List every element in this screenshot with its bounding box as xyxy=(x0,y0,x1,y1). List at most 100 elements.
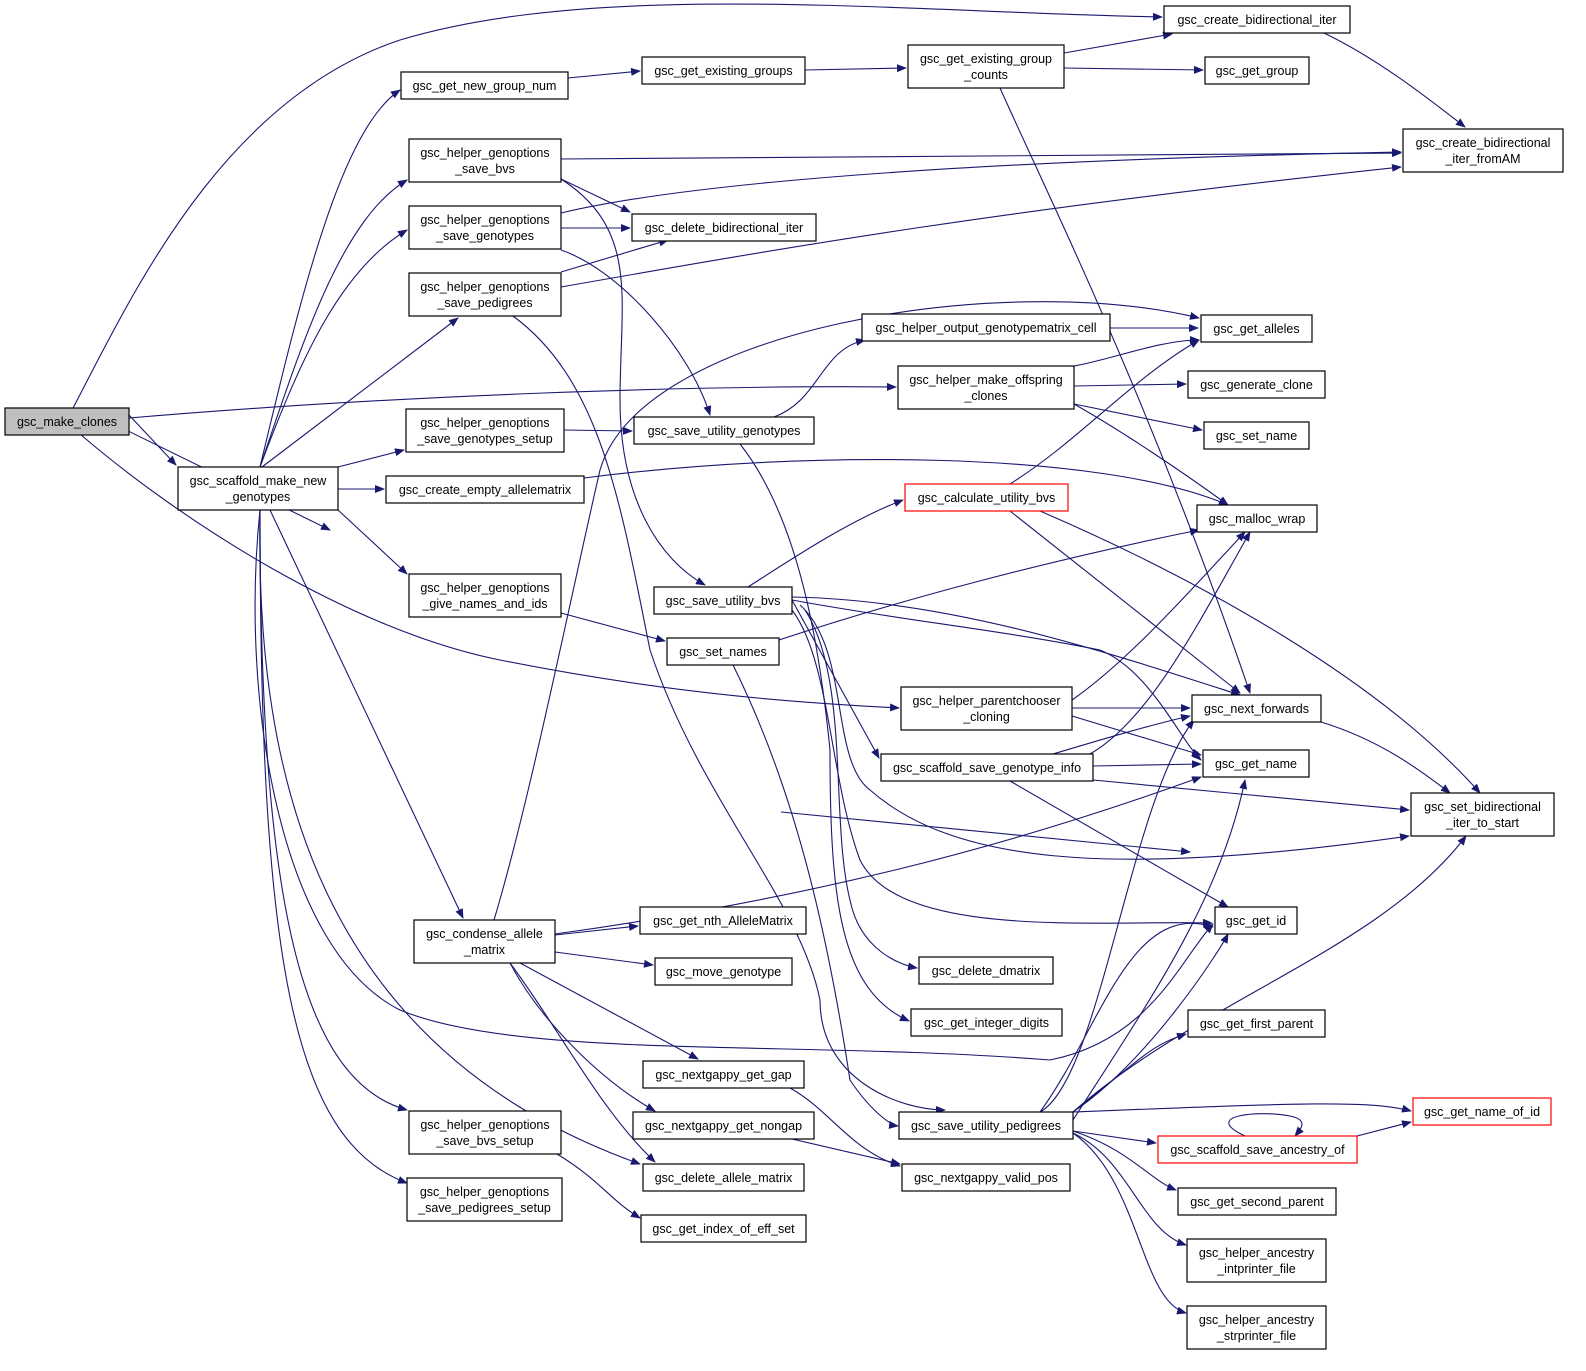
node-scaffold-make-new-genotypes[interactable]: gsc_scaffold_make_new_genotypes xyxy=(177,466,339,511)
node-scaffold-save-ancestry-of[interactable]: gsc_scaffold_save_ancestry_of xyxy=(1157,1135,1358,1164)
node-box xyxy=(642,1060,805,1089)
node-set-bidirectional-iter-to-start[interactable]: gsc_set_bidirectional_iter_to_start xyxy=(1410,792,1555,837)
node-get-nth-AlleleMatrix[interactable]: gsc_get_nth_AlleleMatrix xyxy=(639,906,807,935)
node-helper-ancestry-intprinter-file[interactable]: gsc_helper_ancestry_intprinter_file xyxy=(1186,1238,1327,1283)
node-helper-genoptions-save-bvs-setup[interactable]: gsc_helper_genoptions_save_bvs_setup xyxy=(408,1110,562,1155)
node-scaffold-save-genotype-info[interactable]: gsc_scaffold_save_genotype_info xyxy=(880,753,1094,782)
node-label: _strprinter_file xyxy=(1216,1329,1296,1343)
node-box xyxy=(632,1111,815,1140)
node-box xyxy=(413,919,556,964)
call-edge xyxy=(1009,780,1229,908)
node-label: _genotypes xyxy=(225,490,291,504)
node-helper-genoptions-save-genotypes[interactable]: gsc_helper_genoptions_save_genotypes xyxy=(408,205,562,250)
node-label: gsc_helper_make_offspring xyxy=(909,373,1062,387)
node-get-second-parent[interactable]: gsc_get_second_parent xyxy=(1177,1187,1337,1216)
node-box xyxy=(631,213,817,242)
node-get-alleles[interactable]: gsc_get_alleles xyxy=(1200,314,1313,343)
node-label: gsc_get_alleles xyxy=(1213,322,1299,336)
call-edge xyxy=(128,414,177,466)
node-box xyxy=(1157,1135,1358,1164)
call-edge xyxy=(1228,1113,1304,1137)
node-box xyxy=(1402,128,1564,173)
node-box xyxy=(408,272,562,317)
call-edge xyxy=(509,962,656,1163)
node-get-new-group-num[interactable]: gsc_get_new_group_num xyxy=(400,71,569,100)
call-edge xyxy=(1072,835,1467,1113)
call-edge xyxy=(261,317,459,468)
node-get-integer-digits[interactable]: gsc_get_integer_digits xyxy=(910,1008,1063,1037)
call-edge xyxy=(1071,715,1202,757)
node-get-group[interactable]: gsc_get_group xyxy=(1204,56,1310,85)
node-save-utility-pedigrees[interactable]: gsc_save_utility_pedigrees xyxy=(898,1111,1074,1140)
node-nextgappy-get-nongap[interactable]: gsc_nextgappy_get_nongap xyxy=(632,1111,815,1140)
call-edge xyxy=(560,148,1402,214)
node-delete-allele-matrix[interactable]: gsc_delete_allele_matrix xyxy=(642,1163,805,1192)
node-get-existing-groups[interactable]: gsc_get_existing_groups xyxy=(641,56,806,85)
node-label: _matrix xyxy=(463,943,506,957)
call-edge xyxy=(1356,1120,1412,1137)
node-set-name[interactable]: gsc_set_name xyxy=(1203,421,1310,450)
node-helper-genoptions-save-bvs[interactable]: gsc_helper_genoptions_save_bvs xyxy=(408,138,562,183)
node-helper-genoptions-give-names-and-ids[interactable]: gsc_helper_genoptions_give_names_and_ids xyxy=(408,573,562,618)
node-delete-bidirectional-iter[interactable]: gsc_delete_bidirectional_iter xyxy=(631,213,817,242)
node-save-utility-bvs[interactable]: gsc_save_utility_bvs xyxy=(653,586,793,615)
node-label: gsc_save_utility_bvs xyxy=(666,594,781,608)
node-create-bidirectional-iter[interactable]: gsc_create_bidirectional_iter xyxy=(1163,5,1351,34)
node-label: gsc_move_genotype xyxy=(666,965,781,979)
node-box xyxy=(907,44,1065,89)
node-helper-make-offspring-clones[interactable]: gsc_helper_make_offspring_clones xyxy=(897,365,1075,410)
node-move-genotype[interactable]: gsc_move_genotype xyxy=(654,957,793,986)
node-save-utility-genotypes[interactable]: gsc_save_utility_genotypes xyxy=(633,416,815,445)
node-helper-genoptions-save-pedigrees-setup[interactable]: gsc_helper_genoptions_save_pedigrees_set… xyxy=(406,1177,563,1222)
node-nextgappy-get-gap[interactable]: gsc_nextgappy_get_gap xyxy=(642,1060,805,1089)
node-calculate-utility-bvs[interactable]: gsc_calculate_utility_bvs xyxy=(904,483,1069,512)
node-helper-genoptions-save-pedigrees[interactable]: gsc_helper_genoptions_save_pedigrees xyxy=(408,272,562,317)
node-get-id[interactable]: gsc_get_id xyxy=(1214,906,1298,935)
call-edge xyxy=(791,599,880,759)
node-get-name[interactable]: gsc_get_name xyxy=(1202,749,1310,778)
node-label: gsc_next_forwards xyxy=(1204,702,1309,716)
node-box xyxy=(1204,56,1310,85)
node-label: gsc_get_name_of_id xyxy=(1424,1105,1540,1119)
node-create-bidirectional-iter-fromAM[interactable]: gsc_create_bidirectional_iter_fromAM xyxy=(1402,128,1564,173)
node-helper-output-genotypematrix-cell[interactable]: gsc_helper_output_genotypematrix_cell xyxy=(861,313,1111,342)
node-set-names[interactable]: gsc_set_names xyxy=(666,637,780,666)
call-edge xyxy=(1073,336,1200,367)
call-edge xyxy=(1071,531,1246,701)
node-get-first-parent[interactable]: gsc_get_first_parent xyxy=(1187,1009,1326,1038)
call-edge xyxy=(72,3,1163,409)
node-box xyxy=(1200,314,1313,343)
node-label: gsc_get_nth_AlleleMatrix xyxy=(653,914,793,928)
node-create-empty-allelematrix[interactable]: gsc_create_empty_allelematrix xyxy=(385,475,585,504)
node-box xyxy=(898,1111,1074,1140)
node-get-name-of-id[interactable]: gsc_get_name_of_id xyxy=(1412,1097,1552,1126)
node-helper-parentchooser-cloning[interactable]: gsc_helper_parentchooser_cloning xyxy=(900,686,1073,731)
call-edge xyxy=(560,238,669,273)
node-helper-genoptions-save-genotypes-setup[interactable]: gsc_helper_genoptions_save_genotypes_set… xyxy=(405,408,565,453)
node-malloc-wrap[interactable]: gsc_malloc_wrap xyxy=(1196,504,1318,533)
node-get-existing-group-counts[interactable]: gsc_get_existing_group_counts xyxy=(907,44,1065,89)
call-edge xyxy=(780,811,1191,856)
call-edge xyxy=(1072,1130,1157,1146)
node-get-index-of-eff-set[interactable]: gsc_get_index_of_eff_set xyxy=(640,1214,807,1243)
node-delete-dmatrix[interactable]: gsc_delete_dmatrix xyxy=(918,956,1054,985)
node-condense-allele-matrix[interactable]: gsc_condense_allele_matrix xyxy=(413,919,556,964)
node-nextgappy-valid-pos[interactable]: gsc_nextgappy_valid_pos xyxy=(901,1163,1071,1192)
call-edge xyxy=(773,338,866,418)
node-box xyxy=(633,416,815,445)
call-edge xyxy=(259,179,408,468)
node-helper-ancestry-strprinter-file[interactable]: gsc_helper_ancestry_strprinter_file xyxy=(1186,1305,1327,1350)
node-generate-clone[interactable]: gsc_generate_clone xyxy=(1187,370,1326,399)
call-edge xyxy=(1073,403,1229,506)
node-label: gsc_helper_ancestry xyxy=(1199,1246,1315,1260)
call-edge xyxy=(567,67,641,79)
node-label: gsc_get_name xyxy=(1215,757,1297,771)
node-box xyxy=(385,475,585,504)
node-box xyxy=(408,1110,562,1155)
call-edge xyxy=(778,527,1200,641)
node-next-forwards[interactable]: gsc_next_forwards xyxy=(1191,694,1322,723)
node-label: gsc_scaffold_save_ancestry_of xyxy=(1170,1143,1345,1157)
call-edge xyxy=(791,1138,901,1166)
node-make-clones[interactable]: gsc_make_clones xyxy=(4,407,130,436)
node-box xyxy=(904,483,1069,512)
